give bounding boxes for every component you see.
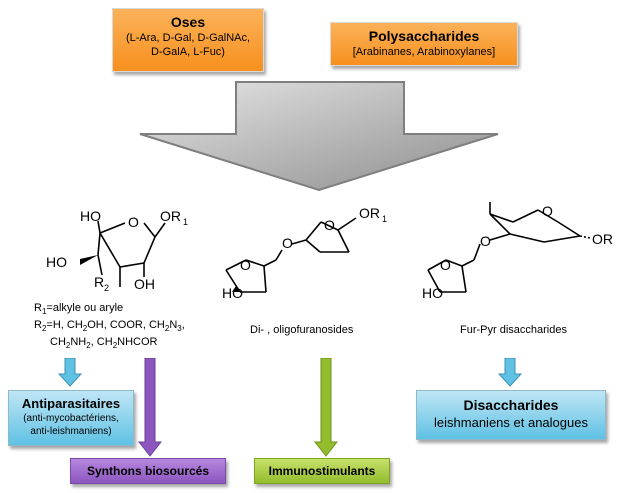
big-down-arrow (139, 81, 499, 192)
immuno-title: Immunostimulants (268, 464, 376, 478)
s1-ho-left: HO (46, 254, 67, 270)
s2-or: OR (359, 205, 380, 221)
disaccharides-box: Disaccharides leishmaniens et analogues (416, 390, 606, 440)
synthons-title: Synthons biosourcés (86, 464, 210, 478)
arrow-to-synthons (138, 358, 162, 457)
label-r1: R1=alkyle ou aryle (34, 302, 124, 317)
antiparasitaires-box: Antiparasitaires (anti-mycobactériens, a… (8, 390, 134, 446)
structure-furanoside: HO O OR 1 HO R 2 OH (46, 208, 188, 293)
s1-or-sub: 1 (183, 217, 188, 227)
structure-fur-pyr: O OR O O HO (422, 202, 613, 301)
synthons-box: Synthons biosourcés (70, 458, 226, 484)
s1-r: R (94, 274, 104, 290)
antiparasitaires-line2: anti-leishmaniens) (30, 426, 112, 437)
disaccharides-title: Disaccharides (463, 397, 559, 413)
s1-r-sub: 2 (104, 283, 109, 293)
disaccharides-subtitle: leishmaniens et analogues (434, 415, 588, 430)
oses-list-line2: D-GalA, L-Fuc) (151, 46, 225, 58)
oses-title: Oses (170, 14, 206, 30)
s2-ring-o: O (324, 217, 335, 233)
s3-or: OR (592, 231, 613, 247)
label-fur-pyr: Fur-Pyr disaccharides (460, 324, 567, 336)
antiparasitaires-title: Antiparasitaires (21, 396, 121, 411)
s2-ring2-o: O (240, 257, 251, 273)
antiparasitaires-line1: (anti-mycobactériens, (23, 413, 119, 424)
s3-ring2-o: O (440, 257, 451, 273)
s1-oh: OH (134, 276, 155, 292)
label-r2-line1: R2=H, CH2OH, COOR, CH2N3, (34, 319, 185, 334)
polysaccharides-subtitle: [Arabinanes, Arabinoxylanes] (352, 46, 496, 58)
s1-or: OR (160, 208, 181, 224)
immuno-box: Immunostimulants (254, 458, 390, 484)
arrow-to-antiparasitaires (58, 358, 82, 387)
structure-oligofuranoside: O O OR 1 O HO (222, 205, 387, 301)
s2-ho: HO (222, 285, 243, 301)
arrow-to-immuno (314, 358, 338, 457)
arrow-to-disaccharides (498, 358, 522, 387)
oses-list-line1: (L-Ara, D-Gal, D-GalNAc, (125, 32, 251, 44)
s3-ring-o: O (542, 203, 553, 219)
s2-link-o: O (282, 235, 293, 251)
s1-ho-top: HO (80, 208, 101, 224)
label-r2-line2: CH2NH2, CH2NHCOR (50, 336, 158, 351)
s1-ring-o: O (128, 214, 139, 230)
s2-or-sub: 1 (382, 214, 387, 224)
label-di-oligo: Di- , oligofuranosides (250, 324, 354, 336)
polysaccharides-box: Polysaccharides [Arabinanes, Arabinoxyla… (330, 22, 518, 66)
oses-box: Oses (L-Ara, D-Gal, D-GalNAc, D-GalA, L-… (112, 8, 264, 72)
s3-link-o: O (480, 233, 491, 249)
s3-ho: HO (422, 285, 443, 301)
polysaccharides-title: Polysaccharides (368, 28, 480, 44)
